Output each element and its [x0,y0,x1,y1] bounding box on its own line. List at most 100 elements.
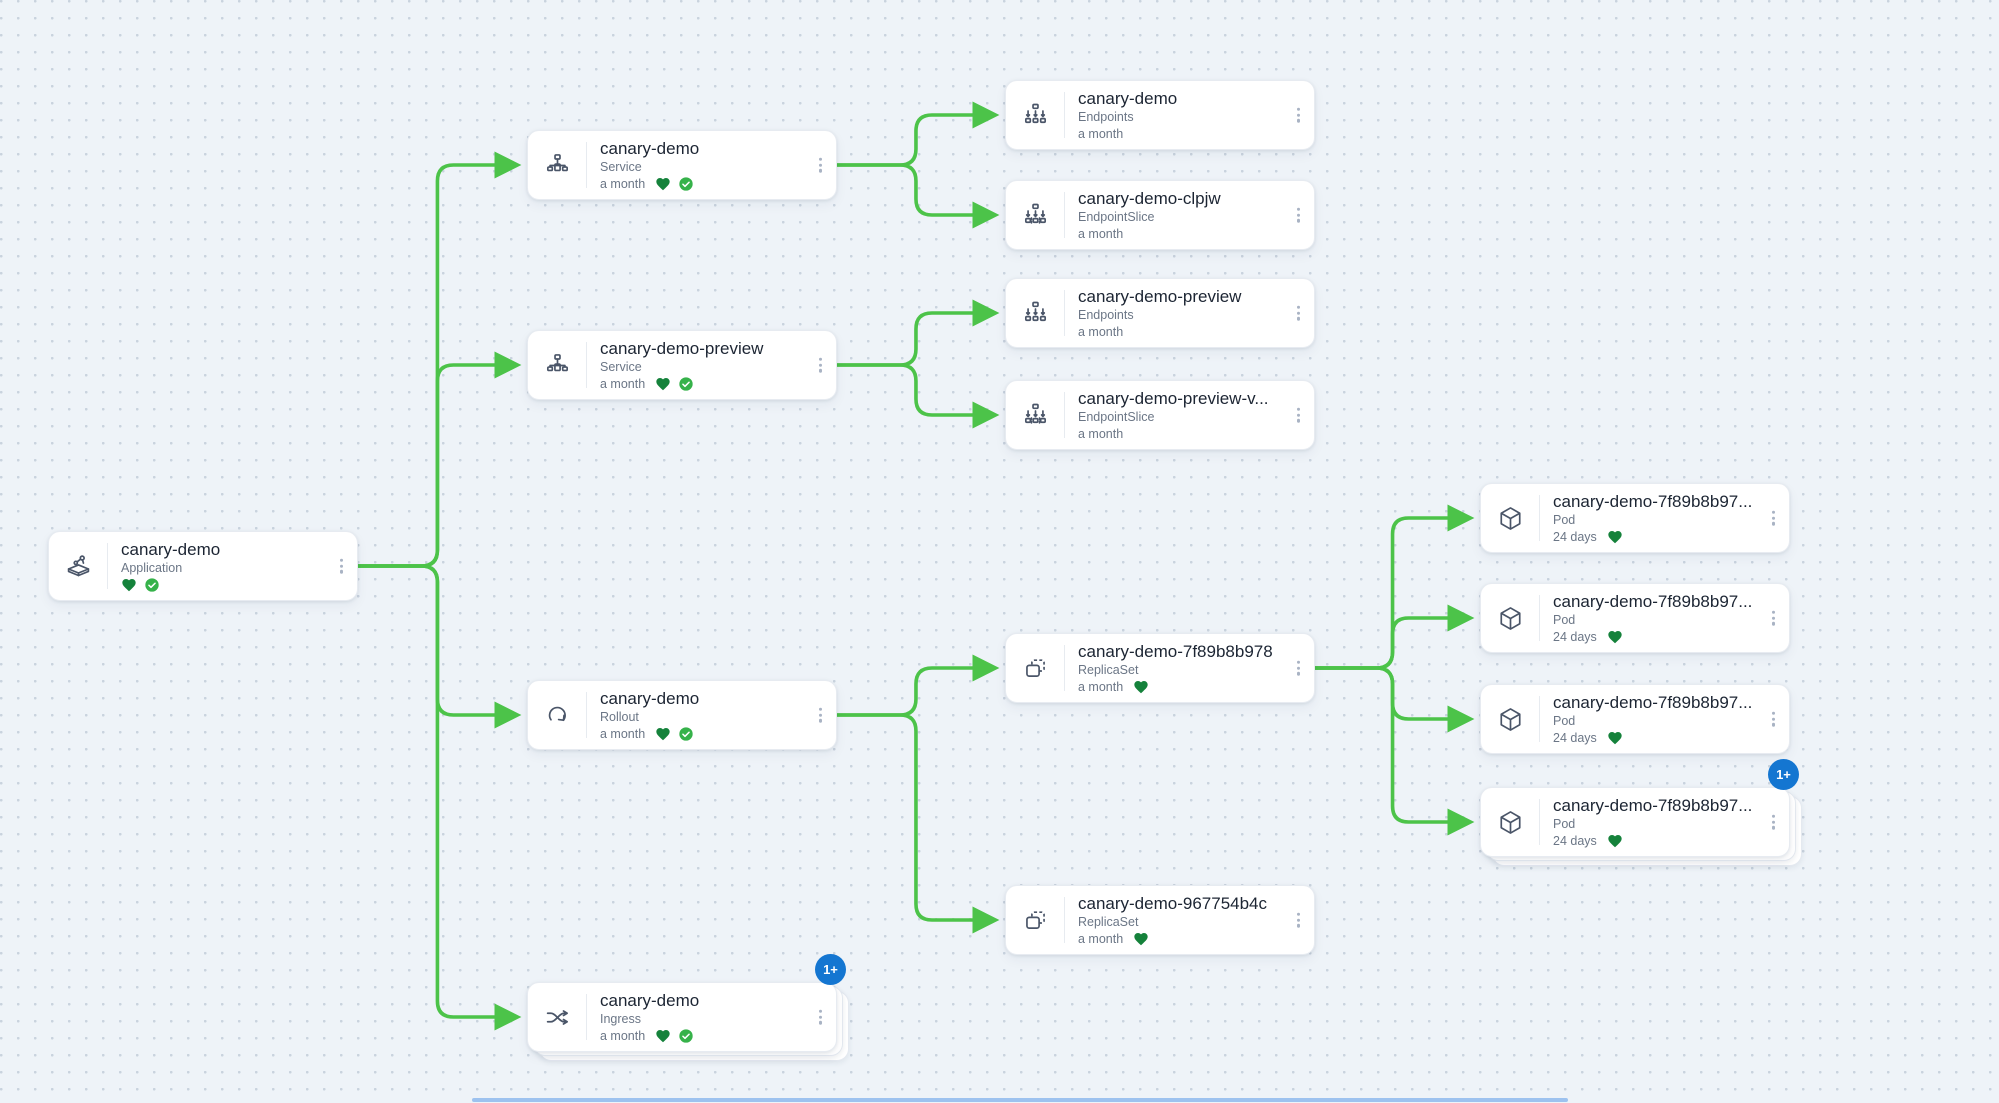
more-items-badge[interactable]: 1+ [815,954,846,985]
edge-svc2-to-eps2 [835,363,1000,429]
resource-card[interactable]: canary-demo-7f89b8b97... Pod 24 days [1480,684,1790,754]
resource-card[interactable]: canary-demo-preview Service a month [527,330,837,400]
resource-name: canary-demo [600,990,700,1010]
health-heart-icon [1133,679,1149,695]
resource-card[interactable]: canary-demo-7f89b8b97... Pod 24 days [1480,787,1790,857]
resource-age: a month [1078,226,1124,241]
resource-node-rs2[interactable]: canary-demo-967754b4c ReplicaSet a month [1005,885,1315,955]
pod-icon [1481,706,1539,733]
health-heart-icon [655,176,671,192]
resource-node-svc1[interactable]: canary-demo Service a month [527,130,837,200]
more-items-badge[interactable]: 1+ [1768,759,1799,790]
card-divider [1064,645,1065,691]
resource-node-ingress[interactable]: canary-demo Ingress a month 1+ [527,954,849,1061]
resource-node-ep1[interactable]: canary-demo Endpoints a month [1005,80,1315,150]
resource-kind-label: Pod [1553,612,1576,627]
sync-ok-icon [678,726,694,742]
resource-node-eps1[interactable]: canary-demo-clpjw EndpointSlice a month [1005,180,1315,250]
node-menu-button[interactable] [1762,503,1785,534]
resource-card[interactable]: canary-demo Rollout a month [527,680,837,750]
resource-age: a month [600,726,646,741]
resource-node-pod4[interactable]: canary-demo-7f89b8b97... Pod 24 days 1+ [1480,759,1802,866]
resource-card[interactable]: canary-demo-7f89b8b978 ReplicaSet a mont… [1005,633,1315,703]
edge-rollout-to-rs2 [835,713,1000,934]
node-menu-button[interactable] [330,551,353,582]
node-menu-button[interactable] [1287,100,1310,131]
resource-card[interactable]: canary-demo Application [48,531,358,601]
resource-kind-label: Pod [1553,816,1576,831]
endpoints-icon [1006,300,1064,327]
resource-name: canary-demo-967754b4c [1078,893,1268,913]
resource-node-svc2[interactable]: canary-demo-preview Service a month [527,330,837,400]
edge-svc1-to-ep1 [835,101,1000,167]
resource-node-pod1[interactable]: canary-demo-7f89b8b97... Pod 24 days [1480,483,1790,553]
resource-age: 24 days [1553,730,1597,745]
node-menu-button[interactable] [1762,603,1785,634]
card-divider [107,543,108,589]
resource-card[interactable]: canary-demo Ingress a month [527,982,837,1052]
resource-name: canary-demo-7f89b8b97... [1553,692,1753,712]
card-divider [1064,92,1065,138]
resource-age: 24 days [1553,833,1597,848]
resource-card[interactable]: canary-demo Endpoints a month [1005,80,1315,150]
pod-icon [1481,605,1539,632]
node-menu-button[interactable] [1287,298,1310,329]
resource-node-app[interactable]: canary-demo Application [48,531,358,601]
resource-card[interactable]: canary-demo-preview-v... EndpointSlice a… [1005,380,1315,450]
card-divider [1064,192,1065,238]
node-menu-button[interactable] [1287,905,1310,936]
node-menu-button[interactable] [809,350,832,381]
node-menu-button[interactable] [1762,704,1785,735]
node-menu-button[interactable] [809,150,832,181]
resource-name: canary-demo [600,688,700,708]
resource-name: canary-demo-preview-v... [1078,388,1269,408]
horizontal-scrollbar[interactable] [472,1098,1568,1102]
node-menu-button[interactable] [1287,400,1310,431]
resource-node-pod2[interactable]: canary-demo-7f89b8b97... Pod 24 days [1480,583,1790,653]
edge-app-to-svc2 [356,351,522,568]
resource-age: a month [1078,126,1124,141]
sync-ok-icon [678,1028,694,1044]
resource-kind-label: Service [600,159,642,174]
card-divider [1539,696,1540,742]
resource-kind-label: Endpoints [1078,109,1134,124]
card-divider [586,142,587,188]
resource-card[interactable]: canary-demo-preview Endpoints a month [1005,278,1315,348]
resource-card[interactable]: canary-demo Service a month [527,130,837,200]
node-menu-button[interactable] [809,700,832,731]
resource-node-ep2[interactable]: canary-demo-preview Endpoints a month [1005,278,1315,348]
resource-age: a month [1078,324,1124,339]
resource-age: a month [1078,931,1124,946]
node-menu-button[interactable] [809,1002,832,1033]
node-menu-button[interactable] [1287,200,1310,231]
resource-name: canary-demo-7f89b8b97... [1553,491,1753,511]
resource-kind-label: Pod [1553,512,1576,527]
resource-card[interactable]: canary-demo-7f89b8b97... Pod 24 days [1480,483,1790,553]
node-menu-button[interactable] [1762,807,1785,838]
resource-node-rs1[interactable]: canary-demo-7f89b8b978 ReplicaSet a mont… [1005,633,1315,703]
resource-name: canary-demo [600,138,700,158]
pod-icon [1481,505,1539,532]
resource-card[interactable]: canary-demo-967754b4c ReplicaSet a month [1005,885,1315,955]
resource-node-eps2[interactable]: canary-demo-preview-v... EndpointSlice a… [1005,380,1315,450]
resource-age: a month [1078,679,1124,694]
resource-node-pod3[interactable]: canary-demo-7f89b8b97... Pod 24 days [1480,684,1790,754]
replicaset-icon [1006,907,1064,934]
resource-kind-label: Pod [1553,713,1576,728]
resource-kind-label: EndpointSlice [1078,209,1155,224]
edge-svc1-to-eps1 [835,163,1000,229]
health-heart-icon [655,376,671,392]
resource-node-rollout[interactable]: canary-demo Rollout a month [527,680,837,750]
resource-name: canary-demo-preview [600,338,764,358]
health-heart-icon [1607,833,1623,849]
edge-app-to-ingress [356,564,522,1031]
resource-name: canary-demo [121,539,221,559]
resource-card[interactable]: canary-demo-7f89b8b97... Pod 24 days [1480,583,1790,653]
resource-age: 24 days [1553,529,1597,544]
health-heart-icon [655,1028,671,1044]
resource-card[interactable]: canary-demo-clpjw EndpointSlice a month [1005,180,1315,250]
resource-name: canary-demo-clpjw [1078,188,1221,208]
node-menu-button[interactable] [1287,653,1310,684]
card-divider [1064,290,1065,336]
